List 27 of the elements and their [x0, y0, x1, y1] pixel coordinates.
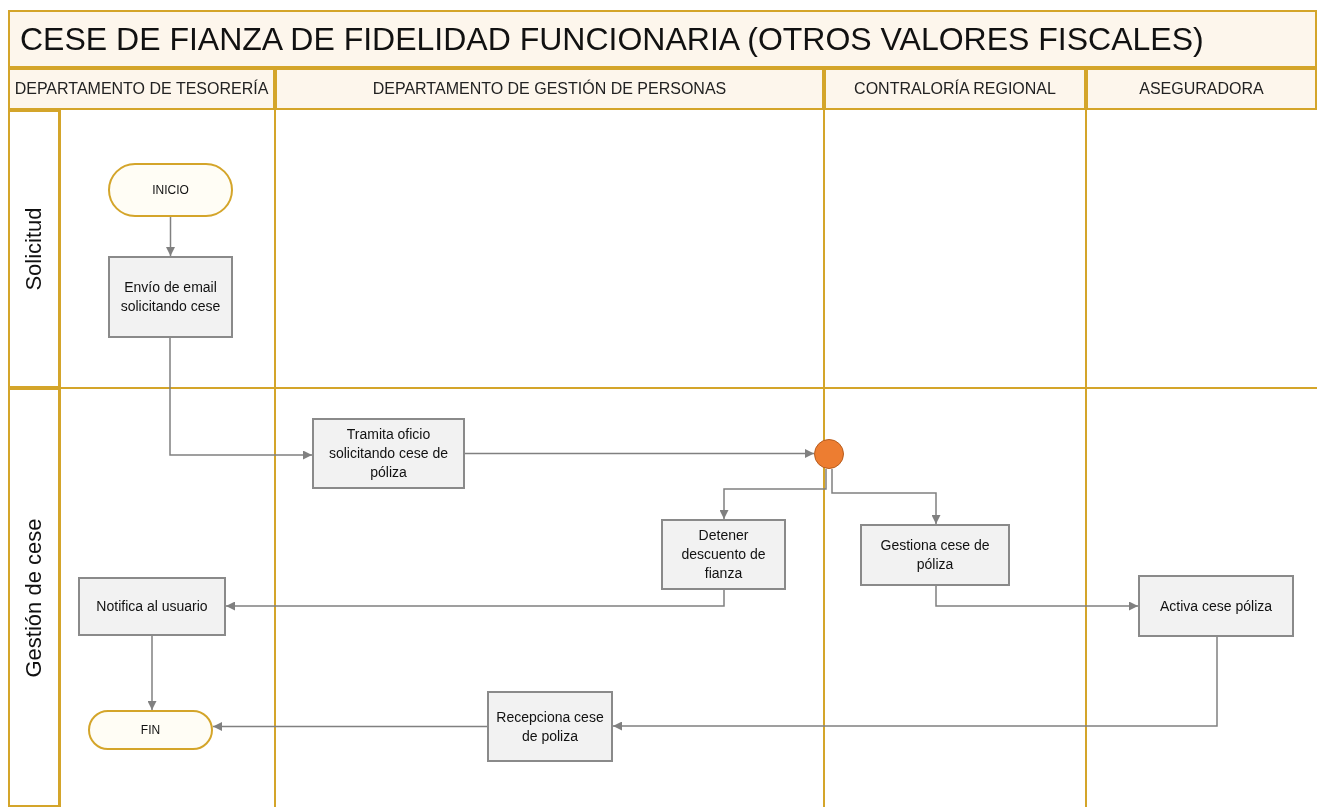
arrow — [612, 636, 1218, 731]
arrow — [147, 635, 157, 711]
arrow — [169, 337, 313, 460]
arrow — [831, 468, 941, 525]
lane-header: CONTRALORÍA REGIONAL — [824, 68, 1086, 110]
process-box: Notifica al usuario — [78, 577, 226, 636]
lane-header: Gestión de cese — [8, 388, 60, 807]
process-box: Tramita oficio solicitando cese de póliza — [312, 418, 465, 489]
arrow — [212, 722, 488, 731]
lane-header: DEPARTAMENTO DE TESORERÍA — [8, 68, 275, 110]
terminal-shape: INICIO — [108, 163, 233, 217]
process-box: Recepciona cese de poliza — [487, 691, 613, 762]
lane-header: ASEGURADORA — [1086, 68, 1317, 110]
arrow — [935, 585, 1139, 611]
process-box: Activa cese póliza — [1138, 575, 1294, 637]
lane-header: Solicitud — [8, 110, 60, 388]
arrow — [166, 216, 175, 257]
arrow — [464, 449, 815, 458]
title: CESE DE FIANZA DE FIDELIDAD FUNCIONARIA (OTROS VALORES FISCALES) — [8, 10, 1317, 68]
arrow — [719, 468, 827, 520]
process-box: Detener descuento de fianza — [661, 519, 786, 590]
process-box: Envío de email solicitando cese — [108, 256, 233, 338]
lane-header: DEPARTAMENTO DE GESTIÓN DE PERSONAS — [275, 68, 824, 110]
process-box: Gestiona cese de póliza — [860, 524, 1010, 586]
arrow — [225, 589, 725, 611]
terminal-shape: FIN — [88, 710, 213, 750]
connector-circle — [814, 439, 844, 469]
